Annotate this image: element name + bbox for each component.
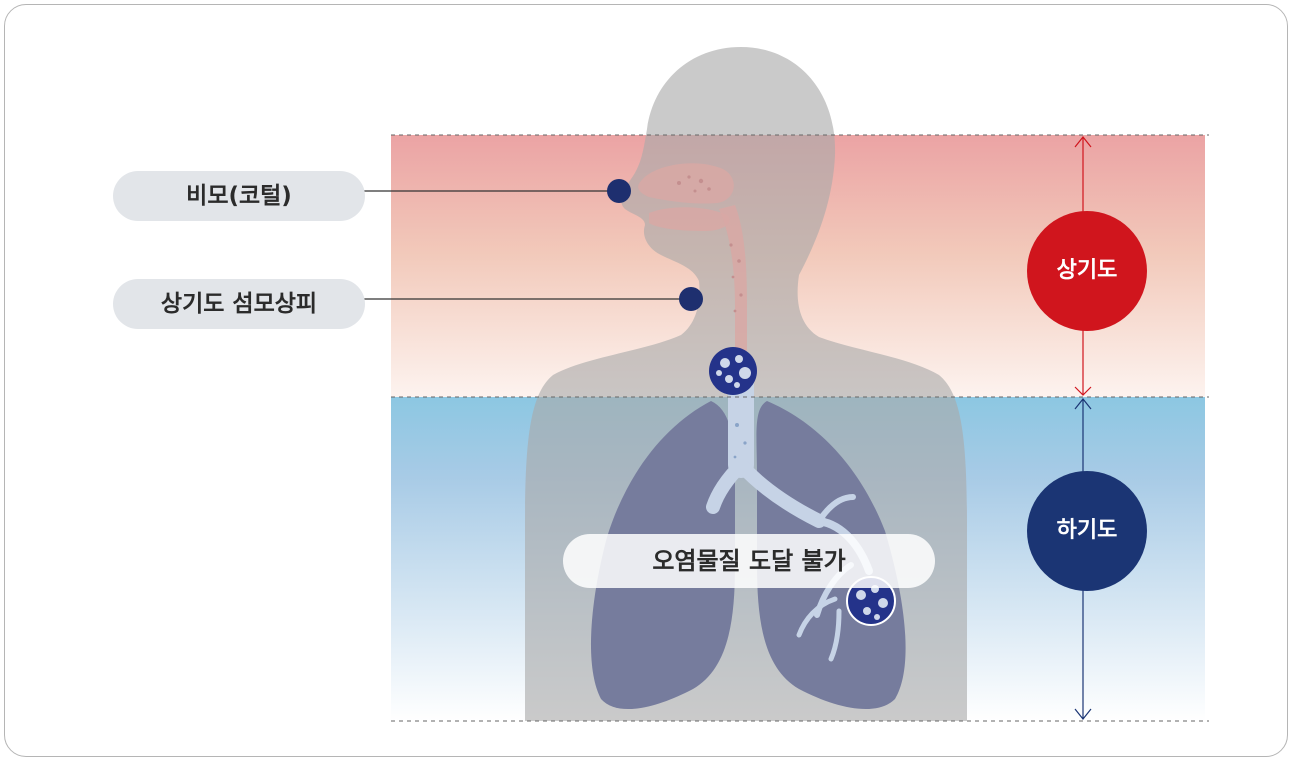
pollutant-cluster-icon [709, 347, 757, 395]
respiratory-diagram [5, 5, 1288, 757]
upper-airway-epithelium-label: 상기도 섬모상피 [113, 279, 365, 329]
nose-hair-marker [607, 179, 631, 203]
pollutant-blocked-label: 오염물질 도달 불가 [563, 534, 935, 588]
diagram-frame: 비모(코털) 상기도 섬모상피 상기도 하기도 오염물질 도달 불가 [4, 4, 1288, 757]
upper-airway-badge: 상기도 [1027, 211, 1147, 331]
nose-hair-label: 비모(코털) [113, 171, 365, 221]
epithelium-marker [679, 287, 703, 311]
lower-airway-badge: 하기도 [1027, 471, 1147, 591]
